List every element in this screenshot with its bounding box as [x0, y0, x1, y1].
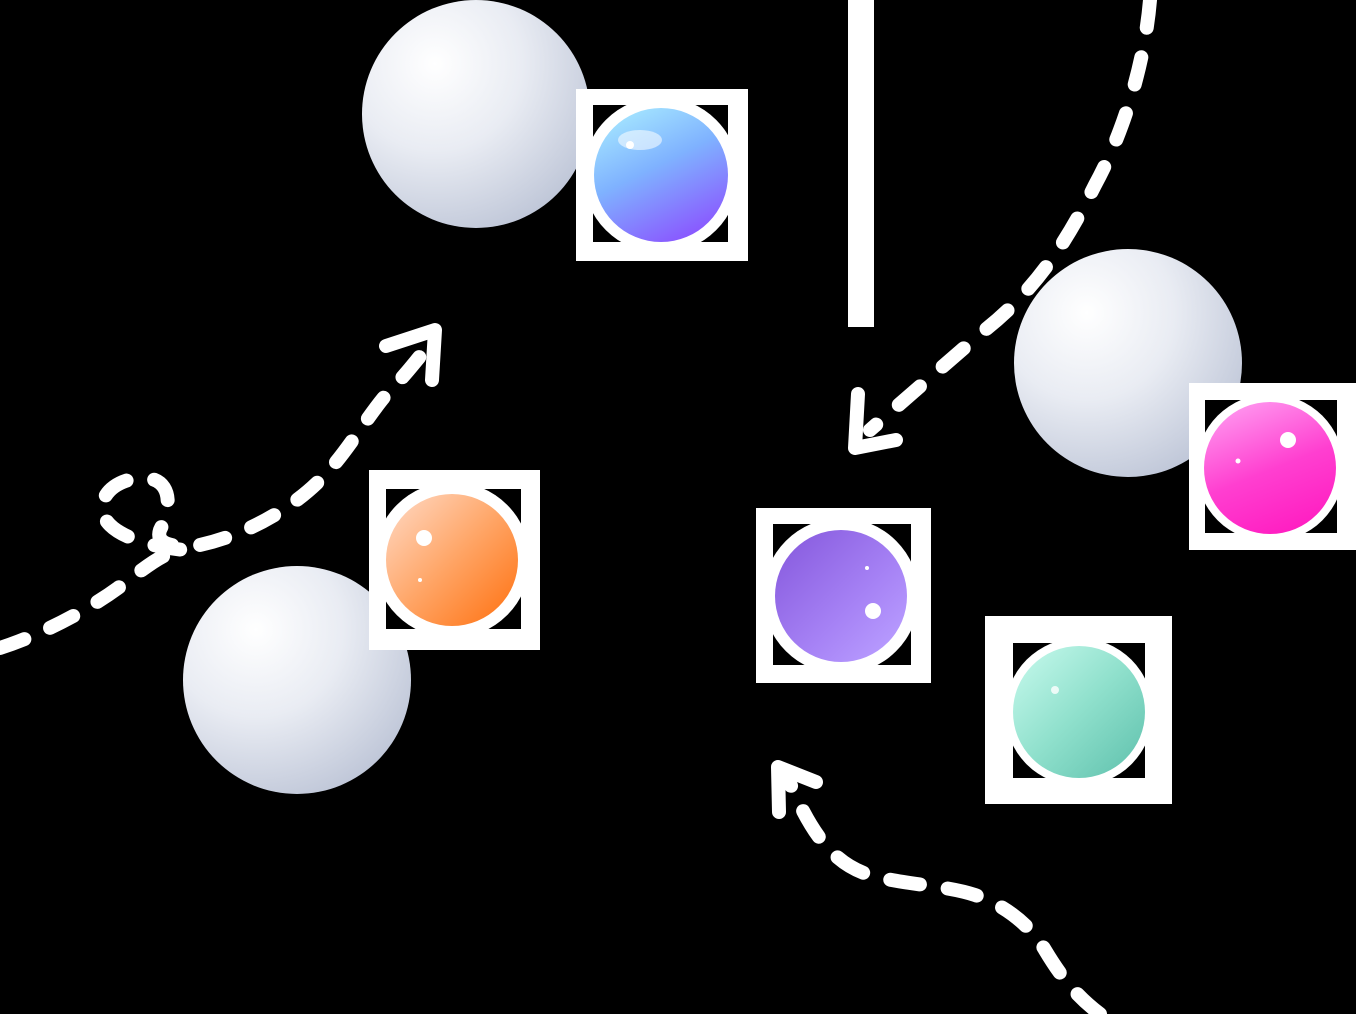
arrowhead-icon [771, 760, 823, 819]
purple-sphere [775, 530, 907, 662]
white-sphere-top [362, 0, 590, 228]
blue-sphere-tile [576, 89, 748, 261]
dashed-arrow-top-right [848, 0, 1157, 455]
vertical-divider-bar [848, 0, 874, 327]
arrowhead-icon [848, 387, 903, 455]
white-sphere-right [1014, 249, 1242, 477]
blue-sphere [594, 108, 728, 242]
arrowhead-icon [379, 323, 442, 387]
teal-sphere [1013, 646, 1145, 778]
orange-sphere-tile [369, 470, 540, 650]
purple-sphere-tile [756, 508, 931, 683]
orange-sphere [386, 494, 518, 626]
pink-sphere-tile [1189, 383, 1356, 550]
white-sphere-left [183, 566, 411, 794]
dashed-arrow-left [0, 323, 442, 655]
teal-sphere-tile [985, 616, 1172, 804]
dashed-arrow-bottom [771, 760, 1107, 1014]
pink-sphere [1204, 402, 1336, 534]
